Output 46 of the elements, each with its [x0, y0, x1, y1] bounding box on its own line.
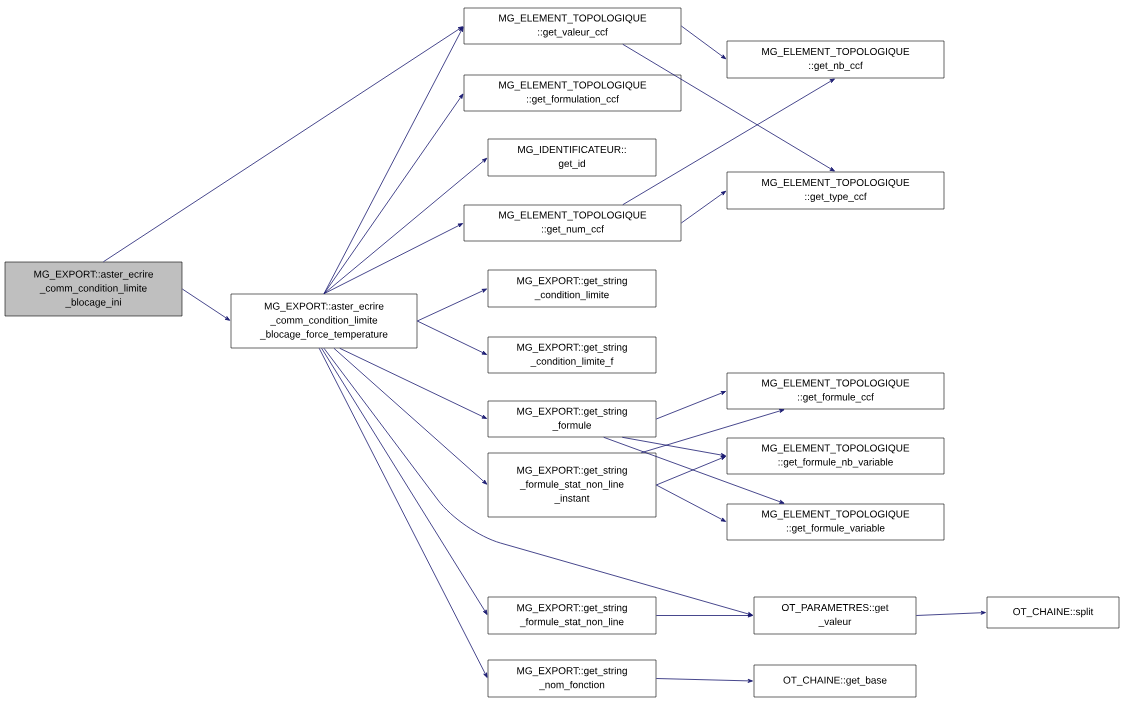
- arrow: [323, 347, 753, 616]
- function-box: MG_ELEMENT_TOPOLOGIQUE ::get_valeur_ccf: [463, 7, 682, 45]
- arrow: [318, 347, 488, 678]
- function-box: MG_ELEMENT_TOPOLOGIQUE ::get_num_ccf: [463, 204, 682, 242]
- function-box: MG_EXPORT::aster_ecrire _comm_condition_limite _blocage_force_temperature: [230, 293, 418, 349]
- function-box: MG_EXPORT::get_string _formule_stat_non_line: [487, 596, 657, 635]
- arrow: [655, 678, 753, 683]
- arrow: [655, 391, 726, 420]
- arrow: [680, 25, 727, 60]
- arrow: [655, 484, 727, 522]
- function-box: MG_ELEMENT_TOPOLOGIQUE ::get_formulation_ccf: [463, 74, 682, 112]
- arrow: [323, 93, 464, 295]
- arrow: [655, 456, 726, 486]
- arrow: [416, 320, 488, 355]
- function-box: MG_EXPORT::aster_ecrire _comm_condition_limite _blocage_ini: [4, 261, 183, 317]
- function-box: MG_EXPORT::get_string _nom_fonction: [487, 659, 657, 698]
- function-box: MG_ELEMENT_TOPOLOGIQUE ::get_formule_ccf: [726, 372, 945, 410]
- arrow: [621, 436, 726, 457]
- arrow: [323, 26, 464, 295]
- function-box: MG_EXPORT::get_string _formule_stat_non_line _instant: [487, 452, 657, 518]
- function-box: OT_PARAMETRES::get _valeur: [753, 596, 917, 635]
- arrow: [416, 288, 488, 322]
- arrow: [915, 610, 986, 616]
- function-box: MG_EXPORT::get_string _condition_limite: [487, 269, 657, 308]
- arrow: [622, 43, 835, 172]
- function-box: MG_ELEMENT_TOPOLOGIQUE ::get_type_ccf: [726, 171, 945, 210]
- arrow: [622, 78, 835, 206]
- arrow: [323, 157, 488, 295]
- arrow: [323, 223, 464, 295]
- arrow: [333, 347, 488, 485]
- function-box: MG_IDENTIFICATEUR:: get_id: [487, 138, 657, 177]
- arrow: [181, 288, 231, 321]
- function-box: MG_ELEMENT_TOPOLOGIQUE ::get_formule_variable: [726, 503, 945, 541]
- function-box: MG_ELEMENT_TOPOLOGIQUE ::get_nb_ccf: [726, 40, 945, 79]
- arrow: [603, 436, 785, 504]
- function-box: MG_EXPORT::get_string _condition_limite_f: [487, 336, 657, 374]
- arrow: [321, 347, 488, 615]
- arrow: [640, 409, 785, 454]
- function-box: MG_EXPORT::get_string _formule: [487, 400, 657, 438]
- arrow: [339, 347, 488, 419]
- arrow: [680, 190, 727, 224]
- function-box: OT_CHAINE::get_base: [753, 664, 917, 698]
- function-box: OT_CHAINE::split: [986, 596, 1120, 629]
- arrow: [103, 26, 464, 263]
- function-box: MG_ELEMENT_TOPOLOGIQUE ::get_formule_nb_variable: [726, 437, 945, 475]
- arrow: [655, 613, 753, 618]
